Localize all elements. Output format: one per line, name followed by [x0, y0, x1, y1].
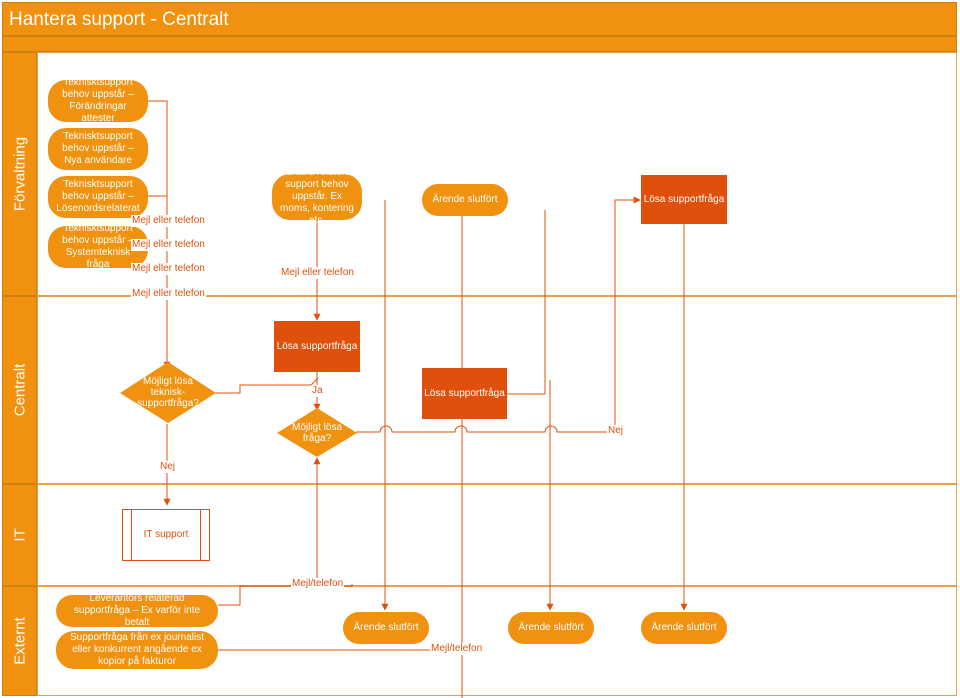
label-mail-phone-4: Mejl eller telefon: [131, 288, 206, 300]
node-case-done-top[interactable]: Ärende slutfört: [422, 184, 508, 216]
label-mail-phone-5: Mejl eller telefon: [280, 267, 355, 279]
node-tech-change[interactable]: Teknisktsupport behov uppstår – Förändri…: [48, 77, 148, 124]
label-mail-phone-1: Mejl eller telefon: [131, 215, 206, 227]
node-solve-central-left[interactable]: Lösa supportfråga: [274, 321, 360, 372]
node-can-solve[interactable]: Möjligt lösa fråga?: [291, 422, 343, 444]
node-it-support[interactable]: IT support: [122, 509, 210, 561]
lane-body-forvaltning: [37, 52, 957, 296]
label-mail-phone-ext-bottom: Mejl/telefon: [430, 643, 484, 655]
connector-supplier: [218, 584, 353, 606]
diagram-title-bar: Hantera support - Centralt: [2, 2, 957, 36]
lane-header-externt: Externt: [2, 586, 37, 696]
node-solve-central-right[interactable]: Lösa supportfråga: [422, 368, 507, 419]
node-can-solve-tech[interactable]: Möjligt lösa teknisk-supportfråga?: [137, 375, 199, 409]
label-mail-phone-2: Mejl eller telefon: [131, 239, 206, 251]
lane-header-centralt: Centralt: [2, 296, 37, 484]
it-support-right-bar: [200, 510, 201, 560]
node-invoice-support[interactable]: Faktura relaterat support behov uppstår.…: [272, 167, 362, 226]
node-tech-newusers[interactable]: Teknisktsupport behov uppstår – Nya anvä…: [48, 128, 148, 170]
node-case-done-ext1[interactable]: Ärende slutfört: [343, 612, 429, 644]
lane-header-forvaltning: Förvaltning: [2, 52, 37, 296]
label-no-right: Nej: [607, 425, 625, 437]
diagram-title: Hantera support - Centralt: [9, 9, 229, 30]
connector-solve-to-done: [507, 210, 546, 395]
it-support-left-bar: [131, 510, 132, 560]
label-mail-phone-ext-top: Mejl/telefon: [291, 578, 345, 590]
node-case-done-ext3[interactable]: Ärende slutfört: [641, 612, 727, 644]
title-subbar: [2, 36, 957, 52]
label-yes: Ja: [311, 385, 324, 397]
lane-header-it: IT: [2, 484, 37, 586]
label-mail-phone-3: Mejl eller telefon: [131, 263, 206, 275]
node-tech-password[interactable]: Teknisktsupport behov uppstår – Lösenord…: [48, 176, 148, 218]
it-support-label: IT support: [143, 529, 189, 540]
decision-shape-tech: [120, 362, 216, 423]
node-solve-top[interactable]: Lösa supportfråga: [641, 175, 727, 224]
connector-nej-right: [356, 200, 640, 433]
node-supplier-support[interactable]: Leverantörs relaterad supportfråga – Ex …: [56, 593, 218, 628]
connector-yes: [215, 377, 319, 394]
connector-can-solve-right: [356, 425, 416, 433]
decision-shape-can-solve: [277, 408, 357, 457]
node-journalist-support[interactable]: Supportfråga från ex journalist eller ko…: [56, 631, 218, 669]
node-case-done-ext2[interactable]: Ärende slutfört: [508, 612, 594, 644]
connector-tech-change: [148, 100, 171, 369]
label-no-left: Nej: [159, 461, 177, 473]
